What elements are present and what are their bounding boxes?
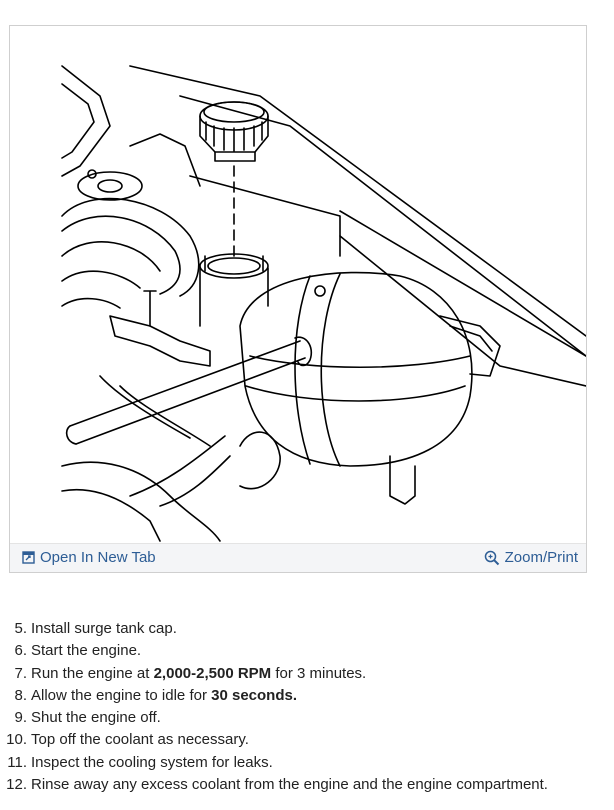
step-item: 5.Install surge tank cap. xyxy=(14,620,177,637)
open-in-new-tab-icon xyxy=(22,551,35,564)
procedure-steps: 5.Install surge tank cap. 6.Start the en… xyxy=(0,618,614,796)
surge-tank-illustration xyxy=(61,65,586,542)
figure-toolbar: Open In New Tab Zoom/Print xyxy=(10,543,586,572)
step-item: 7.Run the engine at 2,000-2,500 RPM for … xyxy=(14,664,367,682)
open-in-new-tab-label: Open In New Tab xyxy=(40,549,156,566)
step-item: 9.Shut the engine off. xyxy=(14,709,161,727)
open-in-new-tab-link[interactable]: Open In New Tab xyxy=(22,549,156,566)
step-item: 6.Start the engine. xyxy=(14,642,142,660)
step-item: 10.Top off the coolant as necessary. xyxy=(6,731,249,749)
step-item: 12.Rinse away any excess coolant from th… xyxy=(6,776,548,794)
zoom-print-label: Zoom/Print xyxy=(504,549,578,566)
zoom-magnifier-icon xyxy=(484,550,499,565)
figure-container: Open In New Tab Zoom/Print xyxy=(9,25,587,573)
step-item: 11.Inspect the cooling system for leaks. xyxy=(7,753,273,771)
step-item: 8.Allow the engine to idle for 30 second… xyxy=(14,686,298,704)
zoom-print-link[interactable]: Zoom/Print xyxy=(484,549,578,566)
